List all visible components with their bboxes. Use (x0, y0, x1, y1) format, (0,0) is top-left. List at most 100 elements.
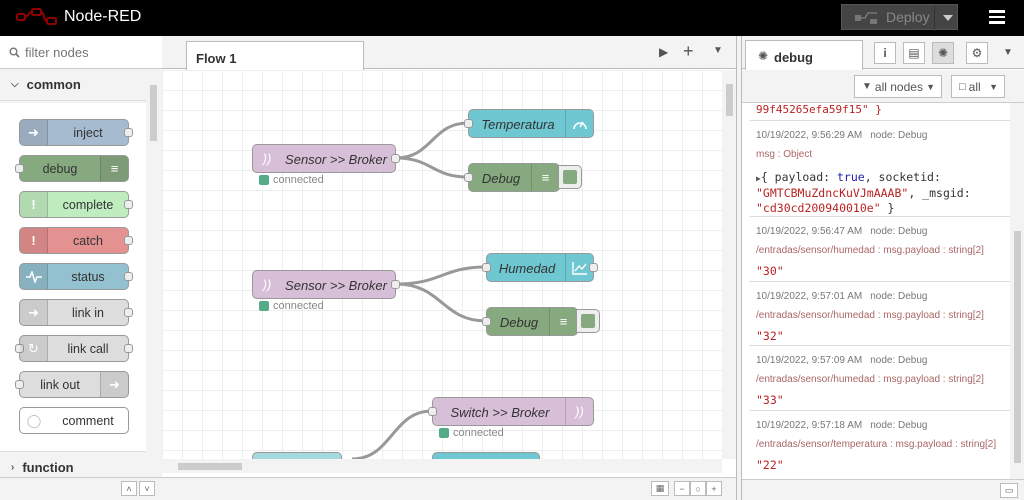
category-label: function (22, 459, 74, 475)
message-time: 10/19/2022, 9:56:47 AM (756, 226, 863, 237)
menu-icon[interactable] (989, 10, 1005, 24)
flow-node-label: Sensor >> Broker (285, 152, 387, 167)
exclamation-icon: ! (20, 228, 48, 253)
scroll-thumb[interactable] (150, 85, 157, 141)
output-port[interactable] (589, 263, 598, 272)
output-port[interactable] (124, 308, 133, 317)
message-object[interactable]: ▶{ payload: true, socketid: "GMTCBMuZdnc… (756, 170, 1010, 216)
input-port[interactable] (464, 173, 473, 182)
flow-node-partial[interactable] (252, 452, 342, 459)
message-value: "33" (756, 393, 784, 407)
debug-toggle-button[interactable] (558, 165, 582, 189)
zoom-in-icon[interactable]: + (706, 481, 722, 496)
flow-node-switch-broker[interactable]: Switch >> Broker )) (428, 397, 594, 426)
add-flow-icon[interactable]: + (683, 41, 694, 61)
message-node: node: Debug (870, 420, 928, 431)
workspace: Flow 1 ▶ + ▼ )) Sensor >> Broker connect… (162, 36, 736, 500)
zoom-out-icon[interactable]: − (674, 481, 690, 496)
sidebar-footer: ▭ (742, 479, 1024, 500)
input-port[interactable] (464, 119, 473, 128)
palette-scrollbar[interactable] (146, 69, 162, 483)
input-port[interactable] (15, 164, 24, 173)
category-common[interactable]: ⌵ common (0, 69, 146, 101)
debug-messages[interactable]: 99f45265efa59f15" } 10/19/2022, 9:56:29 … (748, 103, 1010, 479)
scroll-thumb[interactable] (1014, 231, 1021, 463)
input-port[interactable] (482, 317, 491, 326)
node-status: connected (259, 174, 324, 186)
debug-scrollbar[interactable] (1010, 103, 1024, 479)
palette-node-inject[interactable]: ➜ inject (19, 119, 133, 146)
input-port[interactable] (15, 380, 24, 389)
tab-flow-1[interactable]: Flow 1 (186, 41, 364, 70)
flow-node-sensor-broker-1[interactable]: )) Sensor >> Broker (252, 144, 400, 173)
output-port[interactable] (124, 236, 133, 245)
info-icon[interactable]: i (874, 42, 896, 64)
flow-canvas[interactable]: )) Sensor >> Broker connected Temperatur… (162, 70, 722, 459)
scroll-right-icon[interactable]: ▶ (659, 45, 669, 59)
output-port[interactable] (124, 128, 133, 137)
message-topic: /entradas/sensor/temperatura : msg.paylo… (756, 439, 997, 450)
flow-node-temperatura[interactable]: Temperatura (464, 109, 594, 138)
map-icon[interactable]: ▦ (651, 481, 669, 496)
message-time: 10/19/2022, 9:57:01 AM (756, 291, 863, 302)
deploy-button[interactable]: Deploy (841, 4, 958, 31)
palette-node-status[interactable]: status (19, 263, 133, 290)
collapse-all-icon[interactable]: ˄ (121, 481, 137, 496)
debug-tab-icon[interactable]: ✺ (932, 42, 954, 64)
flow-node-partial[interactable] (432, 452, 540, 459)
input-port[interactable] (15, 344, 24, 353)
flow-node-label: Debug (499, 315, 539, 330)
flow-node-humedad[interactable]: Humedad (482, 253, 598, 282)
output-port[interactable] (391, 154, 400, 163)
output-port[interactable] (124, 200, 133, 209)
canvas-horizontal-scrollbar[interactable] (162, 459, 722, 473)
output-port[interactable] (124, 272, 133, 281)
palette-node-list: ➜ inject debug ≡ ! complete ! catch stat… (0, 103, 146, 451)
message-topic: /entradas/sensor/humedad : msg.payload :… (756, 374, 984, 385)
input-port[interactable] (428, 407, 437, 416)
expand-arrow-icon[interactable]: ▶ (756, 174, 761, 183)
sidebar-menu-caret-icon[interactable]: ▼ (1003, 47, 1013, 58)
input-port[interactable] (482, 263, 491, 272)
gear-icon[interactable]: ⚙ (966, 42, 988, 64)
flow-node-debug-2[interactable]: Debug ≡ (482, 307, 578, 336)
palette-node-link-call[interactable]: ↻ link call (15, 335, 133, 362)
scroll-thumb[interactable] (178, 463, 242, 470)
expand-all-icon[interactable]: ˅ (139, 481, 155, 496)
flow-node-debug-1[interactable]: Debug ≡ (464, 163, 560, 192)
clear-messages-select[interactable]: □ all ▼ (951, 75, 1005, 98)
debug-toggle-button[interactable] (576, 309, 600, 333)
palette-node-catch[interactable]: ! catch (19, 227, 133, 254)
palette-node-complete[interactable]: ! complete (19, 191, 133, 218)
palette-node-link-out[interactable]: link out ➜ (15, 371, 129, 398)
filter-nodes-select[interactable]: ▼ all nodes ▼ (854, 75, 942, 98)
canvas-vertical-scrollbar[interactable] (722, 70, 736, 459)
palette-node-link-in[interactable]: ➜ link in (19, 299, 133, 326)
header: Node-RED Deploy (0, 0, 1024, 36)
book-icon[interactable]: ▤ (903, 42, 925, 64)
zoom-reset-icon[interactable]: ○ (690, 481, 706, 496)
flow-node-sensor-broker-2[interactable]: )) Sensor >> Broker (252, 270, 400, 299)
palette-filter[interactable] (0, 36, 162, 69)
flow-menu-caret-icon[interactable]: ▼ (713, 45, 723, 56)
palette-node-debug[interactable]: debug ≡ (15, 155, 129, 182)
scroll-thumb[interactable] (726, 84, 733, 116)
filter-nodes-input[interactable] (25, 44, 155, 60)
output-port[interactable] (124, 344, 133, 353)
tab-debug[interactable]: ✺ debug (745, 40, 863, 70)
chart-icon (565, 254, 593, 281)
sidebar-resize-handle[interactable] (736, 36, 742, 500)
palette-node-label: catch (73, 234, 103, 248)
palette-node-comment[interactable]: ◯ comment (19, 407, 129, 434)
deploy-caret-icon[interactable] (943, 15, 953, 21)
popout-icon[interactable]: ▭ (1000, 483, 1018, 498)
comment-icon: ◯ (26, 412, 42, 428)
debug-message[interactable]: 99f45265efa59f15" } (748, 103, 1010, 121)
output-port[interactable] (391, 280, 400, 289)
